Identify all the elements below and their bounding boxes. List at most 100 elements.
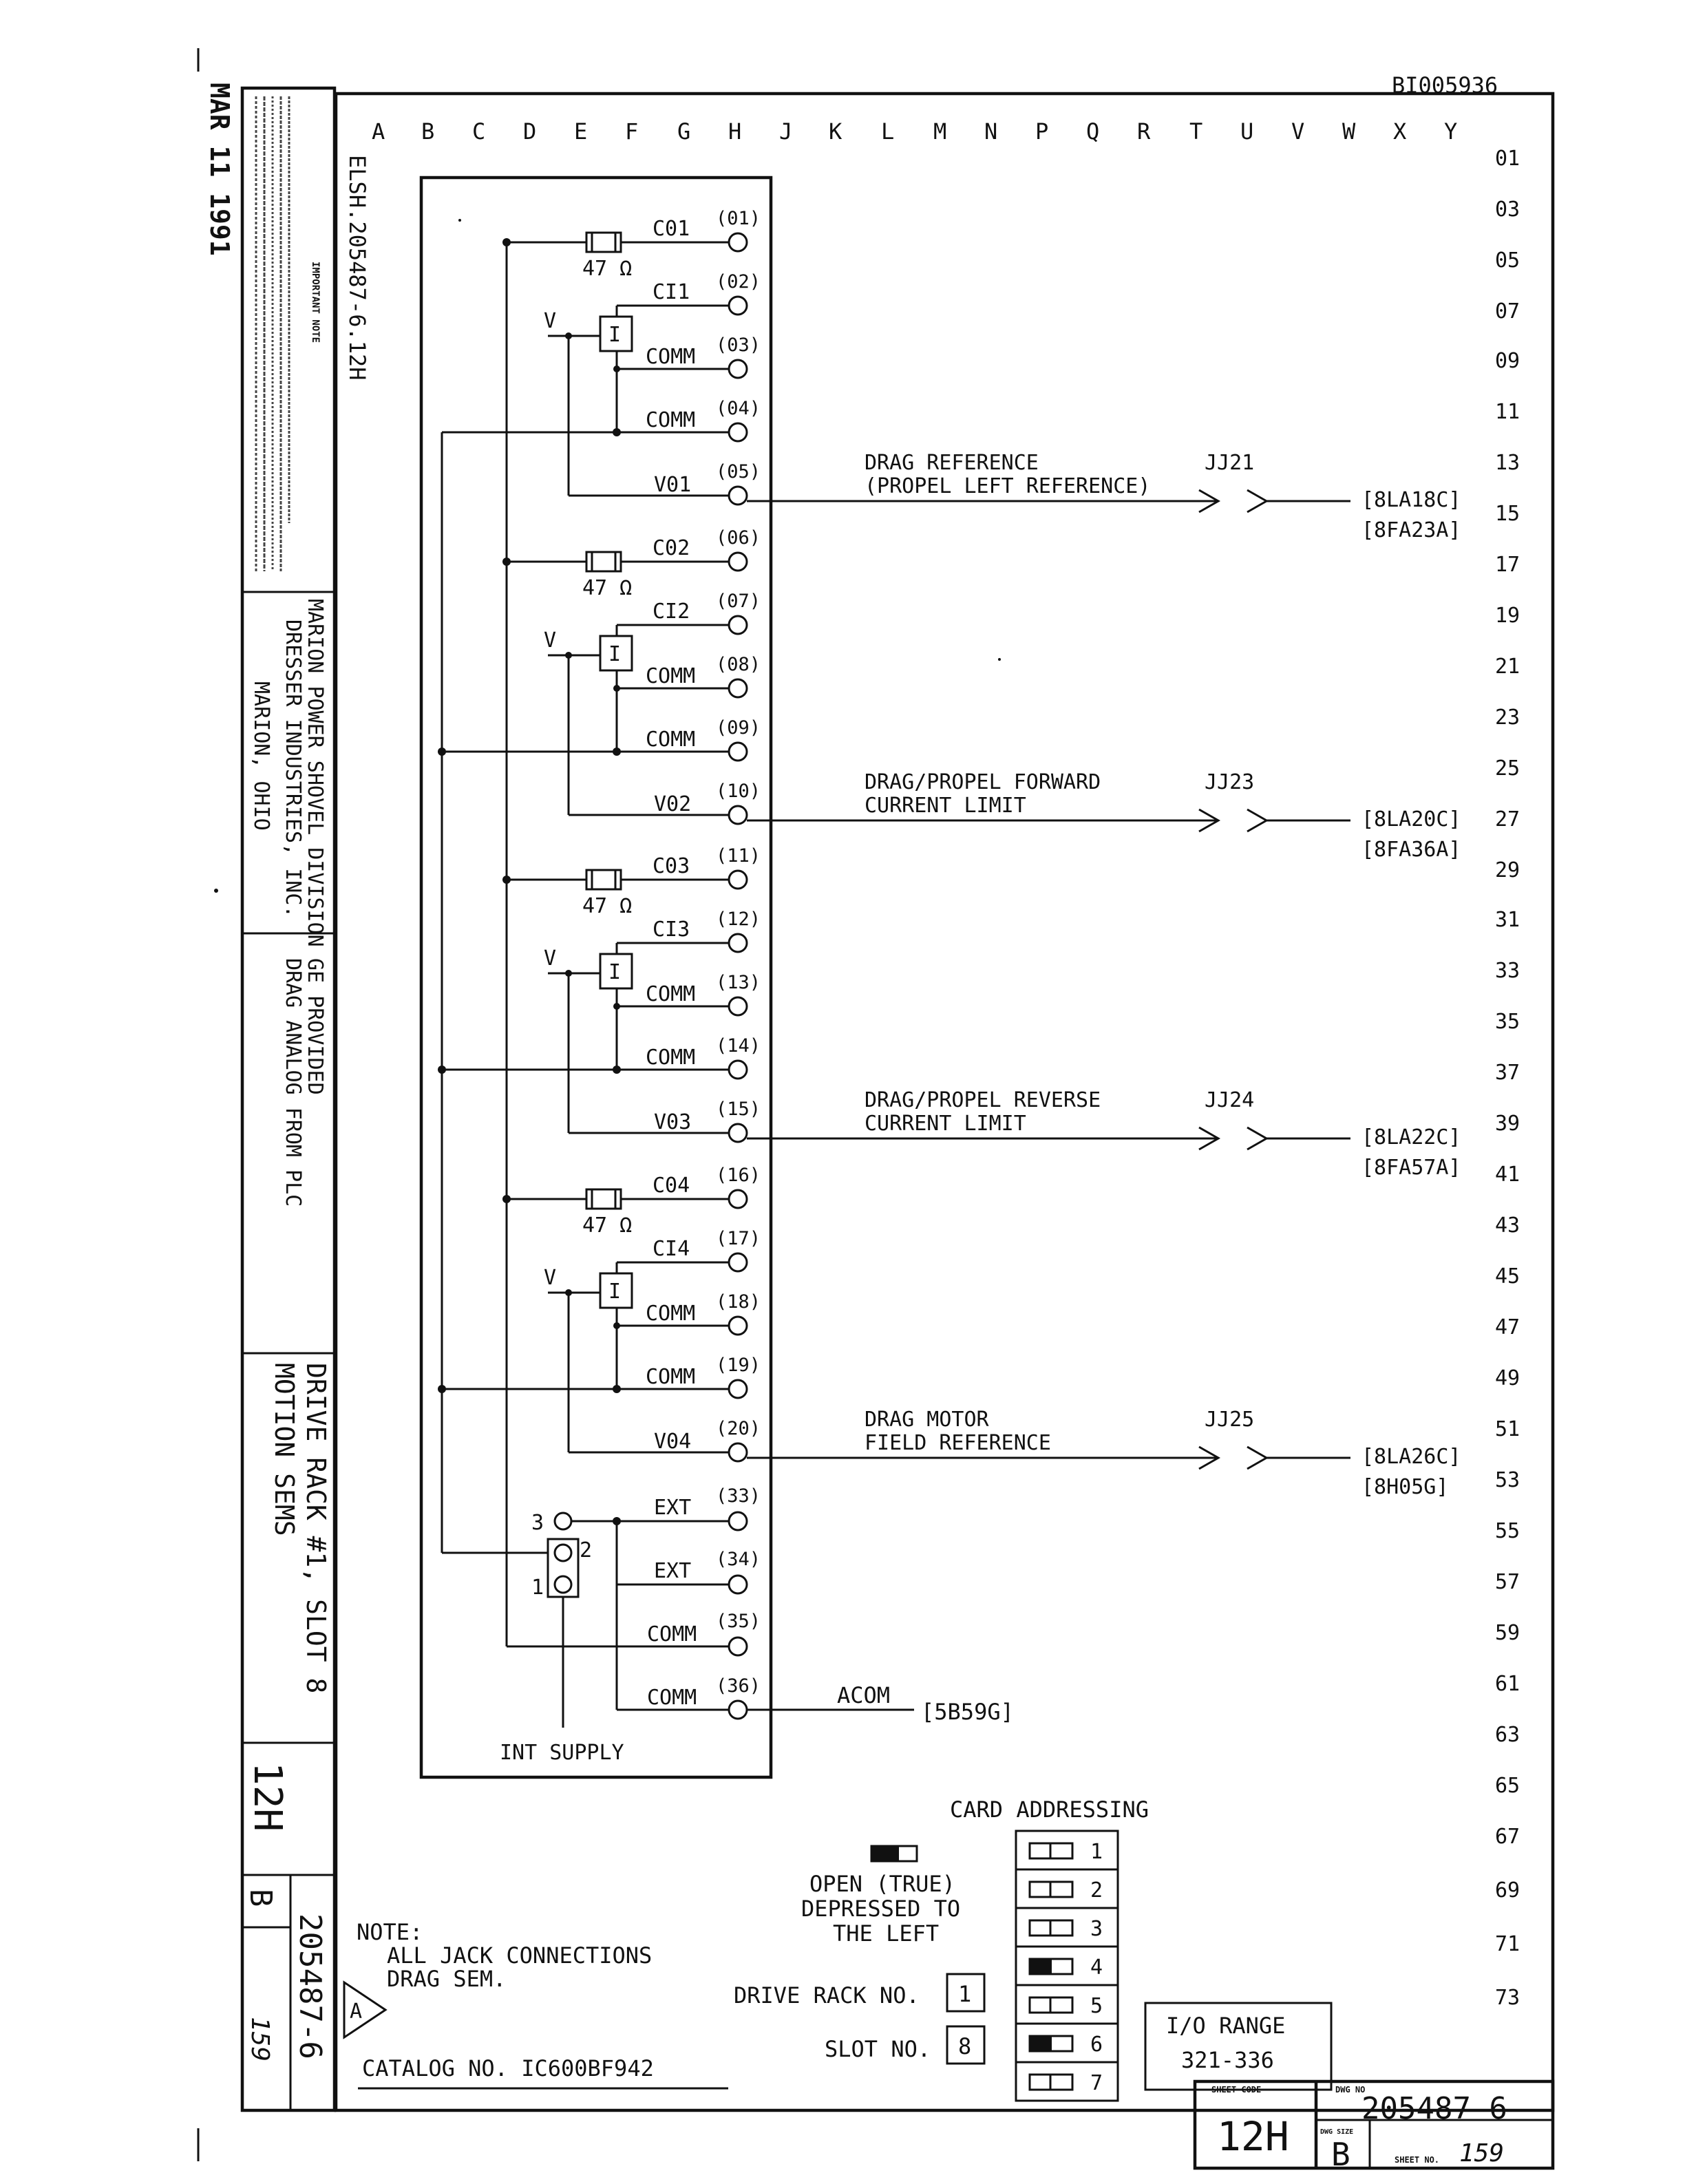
sheet-no-side: 159 <box>246 2017 274 2061</box>
sheet-no-bottom: 159 <box>1459 2139 1504 2167</box>
row-number-45: 45 <box>1495 1264 1520 1289</box>
io-module-box <box>419 176 773 1779</box>
notes-line-2: DRAG ANALOG FROM PLC <box>281 958 305 1207</box>
dip-switch-number-3: 3 <box>1090 1917 1103 1941</box>
dip-switch-number-4: 4 <box>1090 1955 1103 1980</box>
column-letter-H: H <box>728 118 741 145</box>
resistor-value-2: 47 Ω <box>582 576 632 600</box>
card-addressing-title: CARD ADDRESSING <box>950 1796 1149 1823</box>
column-letter-Y: Y <box>1444 118 1457 145</box>
column-letter-Q: Q <box>1086 118 1099 145</box>
ci-label-3: CI3 <box>653 918 690 942</box>
ref-1-4: [8LA26C] <box>1361 1445 1461 1469</box>
size-side: B <box>243 1889 278 1907</box>
row-number-15: 15 <box>1495 502 1520 526</box>
terminal-01 <box>728 232 748 253</box>
column-letter-V: V <box>1291 118 1304 145</box>
terminal-04 <box>728 422 748 443</box>
comm-label-a-2: COMM <box>646 664 695 688</box>
i-label-2: I <box>608 642 621 666</box>
row-number-13: 13 <box>1495 451 1520 475</box>
vo-label-3: V03 <box>654 1110 691 1134</box>
terminal-17 <box>728 1252 748 1273</box>
comm-label-a-1: COMM <box>646 345 695 369</box>
drawing-name-line-2: MOTION SEMS <box>269 1363 299 1536</box>
dip-switch-number-7: 7 <box>1090 2071 1103 2095</box>
column-letter-E: E <box>574 118 587 145</box>
terminal-14 <box>728 1059 748 1080</box>
slot-value: 8 <box>958 2033 971 2059</box>
title-block-frame <box>240 86 337 2112</box>
date-stamp: MAR 11 1991 <box>204 83 235 256</box>
column-letter-D: D <box>523 118 536 145</box>
ref-1-1: [8LA18C] <box>1361 488 1461 512</box>
terminal-35 <box>728 1636 748 1657</box>
pin-07: (07) <box>716 591 761 612</box>
jumper-block <box>547 1538 580 1598</box>
sheet-code-bottom: 12H <box>1217 2113 1289 2160</box>
row-number-71: 71 <box>1495 1932 1520 1956</box>
v-label-2: V <box>544 628 556 653</box>
column-letter-X: X <box>1393 118 1406 145</box>
label-dwg-no: DWG NO <box>1335 2085 1365 2095</box>
row-number-25: 25 <box>1495 756 1520 781</box>
terminal-09 <box>728 741 748 762</box>
dip-switch-1: 1 <box>1015 1830 1119 1871</box>
co-label-3: C03 <box>653 854 690 878</box>
dip-switch-3: 3 <box>1015 1907 1119 1948</box>
the-left-label: THE LEFT <box>833 1920 939 1947</box>
ref-2-4: [8H05G] <box>1361 1475 1448 1499</box>
company-line-3: MARION, OHIO <box>249 681 273 831</box>
catalog-number: CATALOG NO. IC600BF942 <box>362 2055 654 2081</box>
io-range-title: I/O RANGE <box>1166 2013 1285 2039</box>
output-desc-2-2: CURRENT LIMIT <box>865 794 1026 818</box>
comm-label-b-4: COMM <box>646 1365 695 1389</box>
v-label-4: V <box>544 1266 556 1290</box>
pin-08: (08) <box>716 654 761 675</box>
pin-05: (05) <box>716 461 761 483</box>
dwg-no-bottom: 205487-6 <box>1361 2091 1507 2126</box>
important-note-title: IMPORTANT NOTE <box>310 262 321 343</box>
io-range-value: 321-336 <box>1181 2047 1274 2073</box>
jumper-1-label: 1 <box>531 1576 544 1600</box>
ci-label-4: CI4 <box>653 1237 690 1261</box>
label-sheet-no: SHEET NO. <box>1395 2155 1439 2165</box>
terminal-12 <box>728 933 748 953</box>
row-number-73: 73 <box>1495 1986 1520 2010</box>
dip-switch-number-1: 1 <box>1090 1840 1103 1864</box>
terminal-11 <box>728 869 748 890</box>
jack-label-3: JJ24 <box>1205 1088 1254 1112</box>
row-number-29: 29 <box>1495 858 1520 882</box>
row-number-39: 39 <box>1495 1112 1520 1136</box>
dip-switch-2: 2 <box>1015 1868 1119 1909</box>
slot-label: SLOT NO. <box>825 2036 931 2062</box>
terminal-36 <box>728 1699 748 1720</box>
column-letter-P: P <box>1035 118 1048 145</box>
open-true-label: OPEN (TRUE) <box>809 1871 955 1897</box>
pin-12: (12) <box>716 909 761 930</box>
pin-13: (13) <box>716 972 761 993</box>
pin-35: (35) <box>716 1611 761 1632</box>
row-number-31: 31 <box>1495 908 1520 932</box>
row-number-07: 07 <box>1495 299 1520 324</box>
terminal-13 <box>728 996 748 1017</box>
column-letter-T: T <box>1189 118 1202 145</box>
ext-label-33: EXT <box>654 1496 691 1520</box>
io-range-box: I/O RANGE 321-336 <box>1144 2002 1333 2091</box>
row-number-23: 23 <box>1495 706 1520 730</box>
row-number-21: 21 <box>1495 655 1520 679</box>
pin-17: (17) <box>716 1228 761 1249</box>
row-number-33: 33 <box>1495 959 1520 983</box>
row-number-59: 59 <box>1495 1621 1520 1645</box>
size-bottom: B <box>1331 2136 1350 2173</box>
acom-label: ACOM <box>837 1682 890 1708</box>
output-desc-2-3: CURRENT LIMIT <box>865 1112 1026 1136</box>
comm-label-a-3: COMM <box>646 982 695 1006</box>
depressed-to-label: DEPRESSED TO <box>801 1896 960 1922</box>
